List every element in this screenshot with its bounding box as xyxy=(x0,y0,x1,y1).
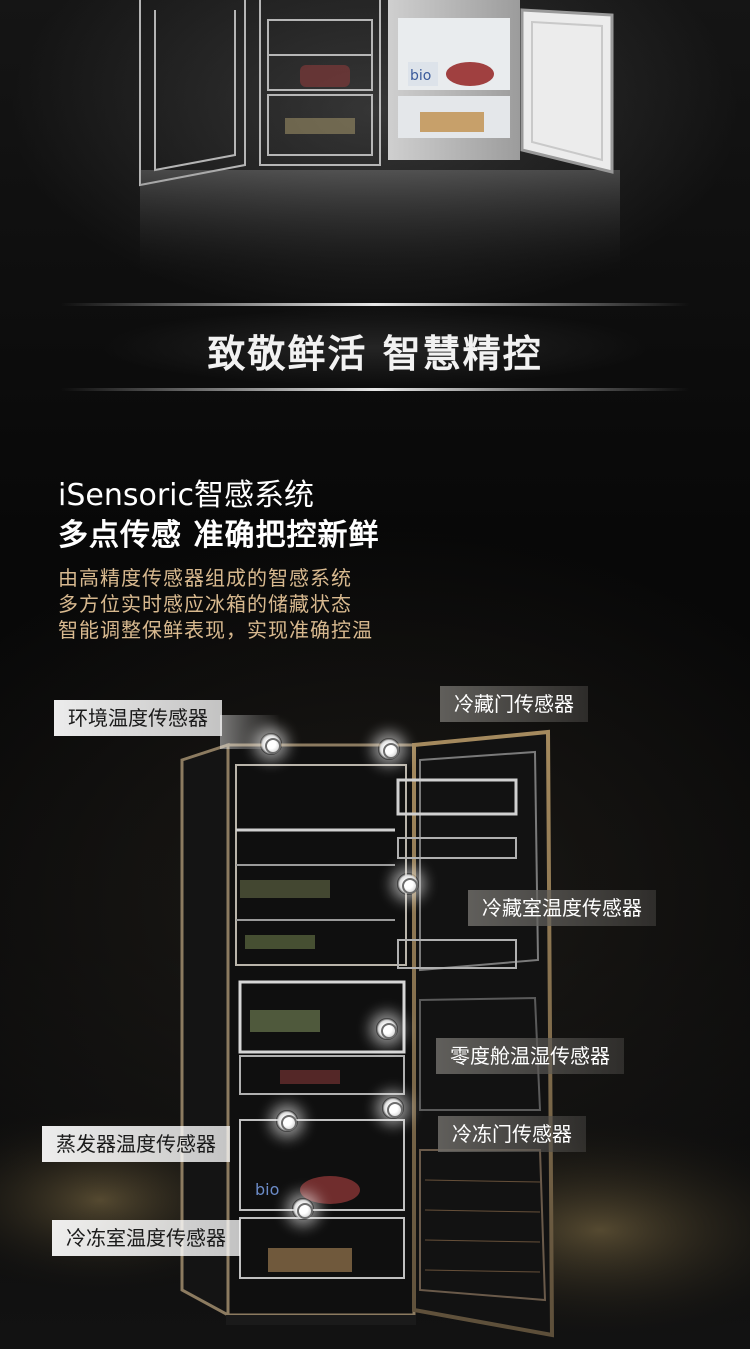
fridge-compartment-sensor-label: 冷藏室温度传感器 xyxy=(468,890,656,926)
band-glow xyxy=(100,307,650,387)
system-subheading: 多点传感 准确把控新鲜 xyxy=(58,518,380,553)
zero-degree-sensor-icon[interactable] xyxy=(376,1018,398,1040)
svg-text:bio: bio xyxy=(410,68,431,84)
title-band: 致敬鲜活 智慧精控 xyxy=(0,295,750,405)
divider-line xyxy=(60,388,690,391)
evaporator-sensor-label: 蒸发器温度传感器 xyxy=(42,1126,230,1162)
freezer-compartment-sensor-icon[interactable] xyxy=(292,1198,314,1220)
freezer-compartment-sensor-label: 冷冻室温度传感器 xyxy=(52,1220,240,1256)
zero-degree-sensor-label: 零度舱温湿传感器 xyxy=(436,1038,624,1074)
description-line: 多方位实时感应冰箱的储藏状态 xyxy=(58,592,352,616)
freezer-door-sensor-label: 冷冻门传感器 xyxy=(438,1116,586,1152)
description-line: 由高精度传感器组成的智感系统 xyxy=(58,566,352,590)
fridge-door-sensor-label: 冷藏门传感器 xyxy=(440,686,588,722)
description-line: 智能调整保鲜表现，实现准确控温 xyxy=(58,618,373,642)
ambient-sensor-icon[interactable] xyxy=(260,733,282,755)
freezer-door-sensor-icon[interactable] xyxy=(382,1097,404,1119)
svg-text:bio: bio xyxy=(255,1180,279,1199)
fridge-door-sensor-icon[interactable] xyxy=(378,738,400,760)
evaporator-sensor-icon[interactable] xyxy=(276,1110,298,1132)
ambient-sensor-label: 环境温度传感器 xyxy=(54,700,222,736)
fridge-compartment-sensor-icon[interactable] xyxy=(397,873,419,895)
fridge-hero-image: bio xyxy=(139,0,620,290)
system-heading: iSensoric智感系统 xyxy=(58,478,314,513)
divider-line xyxy=(60,303,690,306)
main-title: 致敬鲜活 智慧精控 xyxy=(207,332,543,376)
